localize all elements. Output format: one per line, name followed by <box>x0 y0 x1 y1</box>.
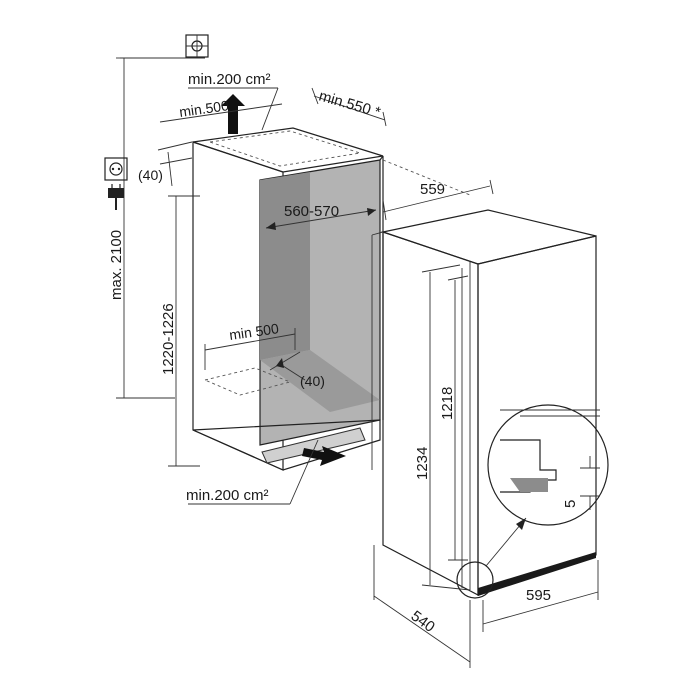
max-height-dimension: max. 2100 <box>108 57 175 399</box>
min-550-dimension: min.550 * <box>311 88 387 127</box>
depth-540-dimension: 540 <box>373 545 471 668</box>
bottom-vent-dimension: min.200 cm² <box>186 439 319 505</box>
bottom-min500-label: min 500 <box>228 320 280 343</box>
niche-width-dimension: 560-570 <box>265 203 377 230</box>
bottom-vent-label: min.200 cm² <box>186 487 269 504</box>
bottom-40-dimension: (40) <box>269 351 325 389</box>
airflow-arrow-up-icon <box>221 94 245 134</box>
width-595-label: 595 <box>526 587 551 604</box>
top-min500-dimension: min.500 <box>159 97 283 123</box>
hinge-detail-callout: 5 <box>456 404 609 599</box>
top-40-dimension: (40) <box>138 141 193 187</box>
top-40-label: (40) <box>138 167 163 183</box>
bottom-min500-dimension: min 500 <box>204 320 296 370</box>
gap-5-label: 5 <box>562 500 579 508</box>
door-1234-dimension: 1234 <box>414 264 471 591</box>
niche-height-label: 1220-1226 <box>160 303 177 375</box>
niche-cabinet <box>192 127 384 471</box>
door-1234-label: 1234 <box>414 447 431 480</box>
door-1218-dimension: 1218 <box>439 275 469 561</box>
ground-symbol-icon <box>120 34 209 59</box>
min-550-label: min.550 * <box>317 88 383 122</box>
niche-height-dimension: 1220-1226 <box>160 195 200 467</box>
max-height-label: max. 2100 <box>108 230 125 300</box>
niche-width-label: 560-570 <box>284 203 339 220</box>
niche-559-label: 559 <box>420 181 445 198</box>
top-min500-label: min.500 <box>178 97 230 120</box>
bottom-40-label: (40) <box>300 373 325 389</box>
power-plug-icon <box>108 184 124 210</box>
door-1218-label: 1218 <box>439 387 456 420</box>
top-vent-label: min.200 cm² <box>188 71 271 88</box>
appliance-body <box>371 209 597 596</box>
width-595-dimension: 595 <box>482 560 599 632</box>
airflow-arrow-in-icon <box>302 446 346 466</box>
top-vent-dimension: min.200 cm² <box>188 71 279 131</box>
power-socket-icon <box>104 157 128 181</box>
depth-540-label: 540 <box>408 607 438 635</box>
niche-559-dimension: 559 <box>382 159 494 221</box>
